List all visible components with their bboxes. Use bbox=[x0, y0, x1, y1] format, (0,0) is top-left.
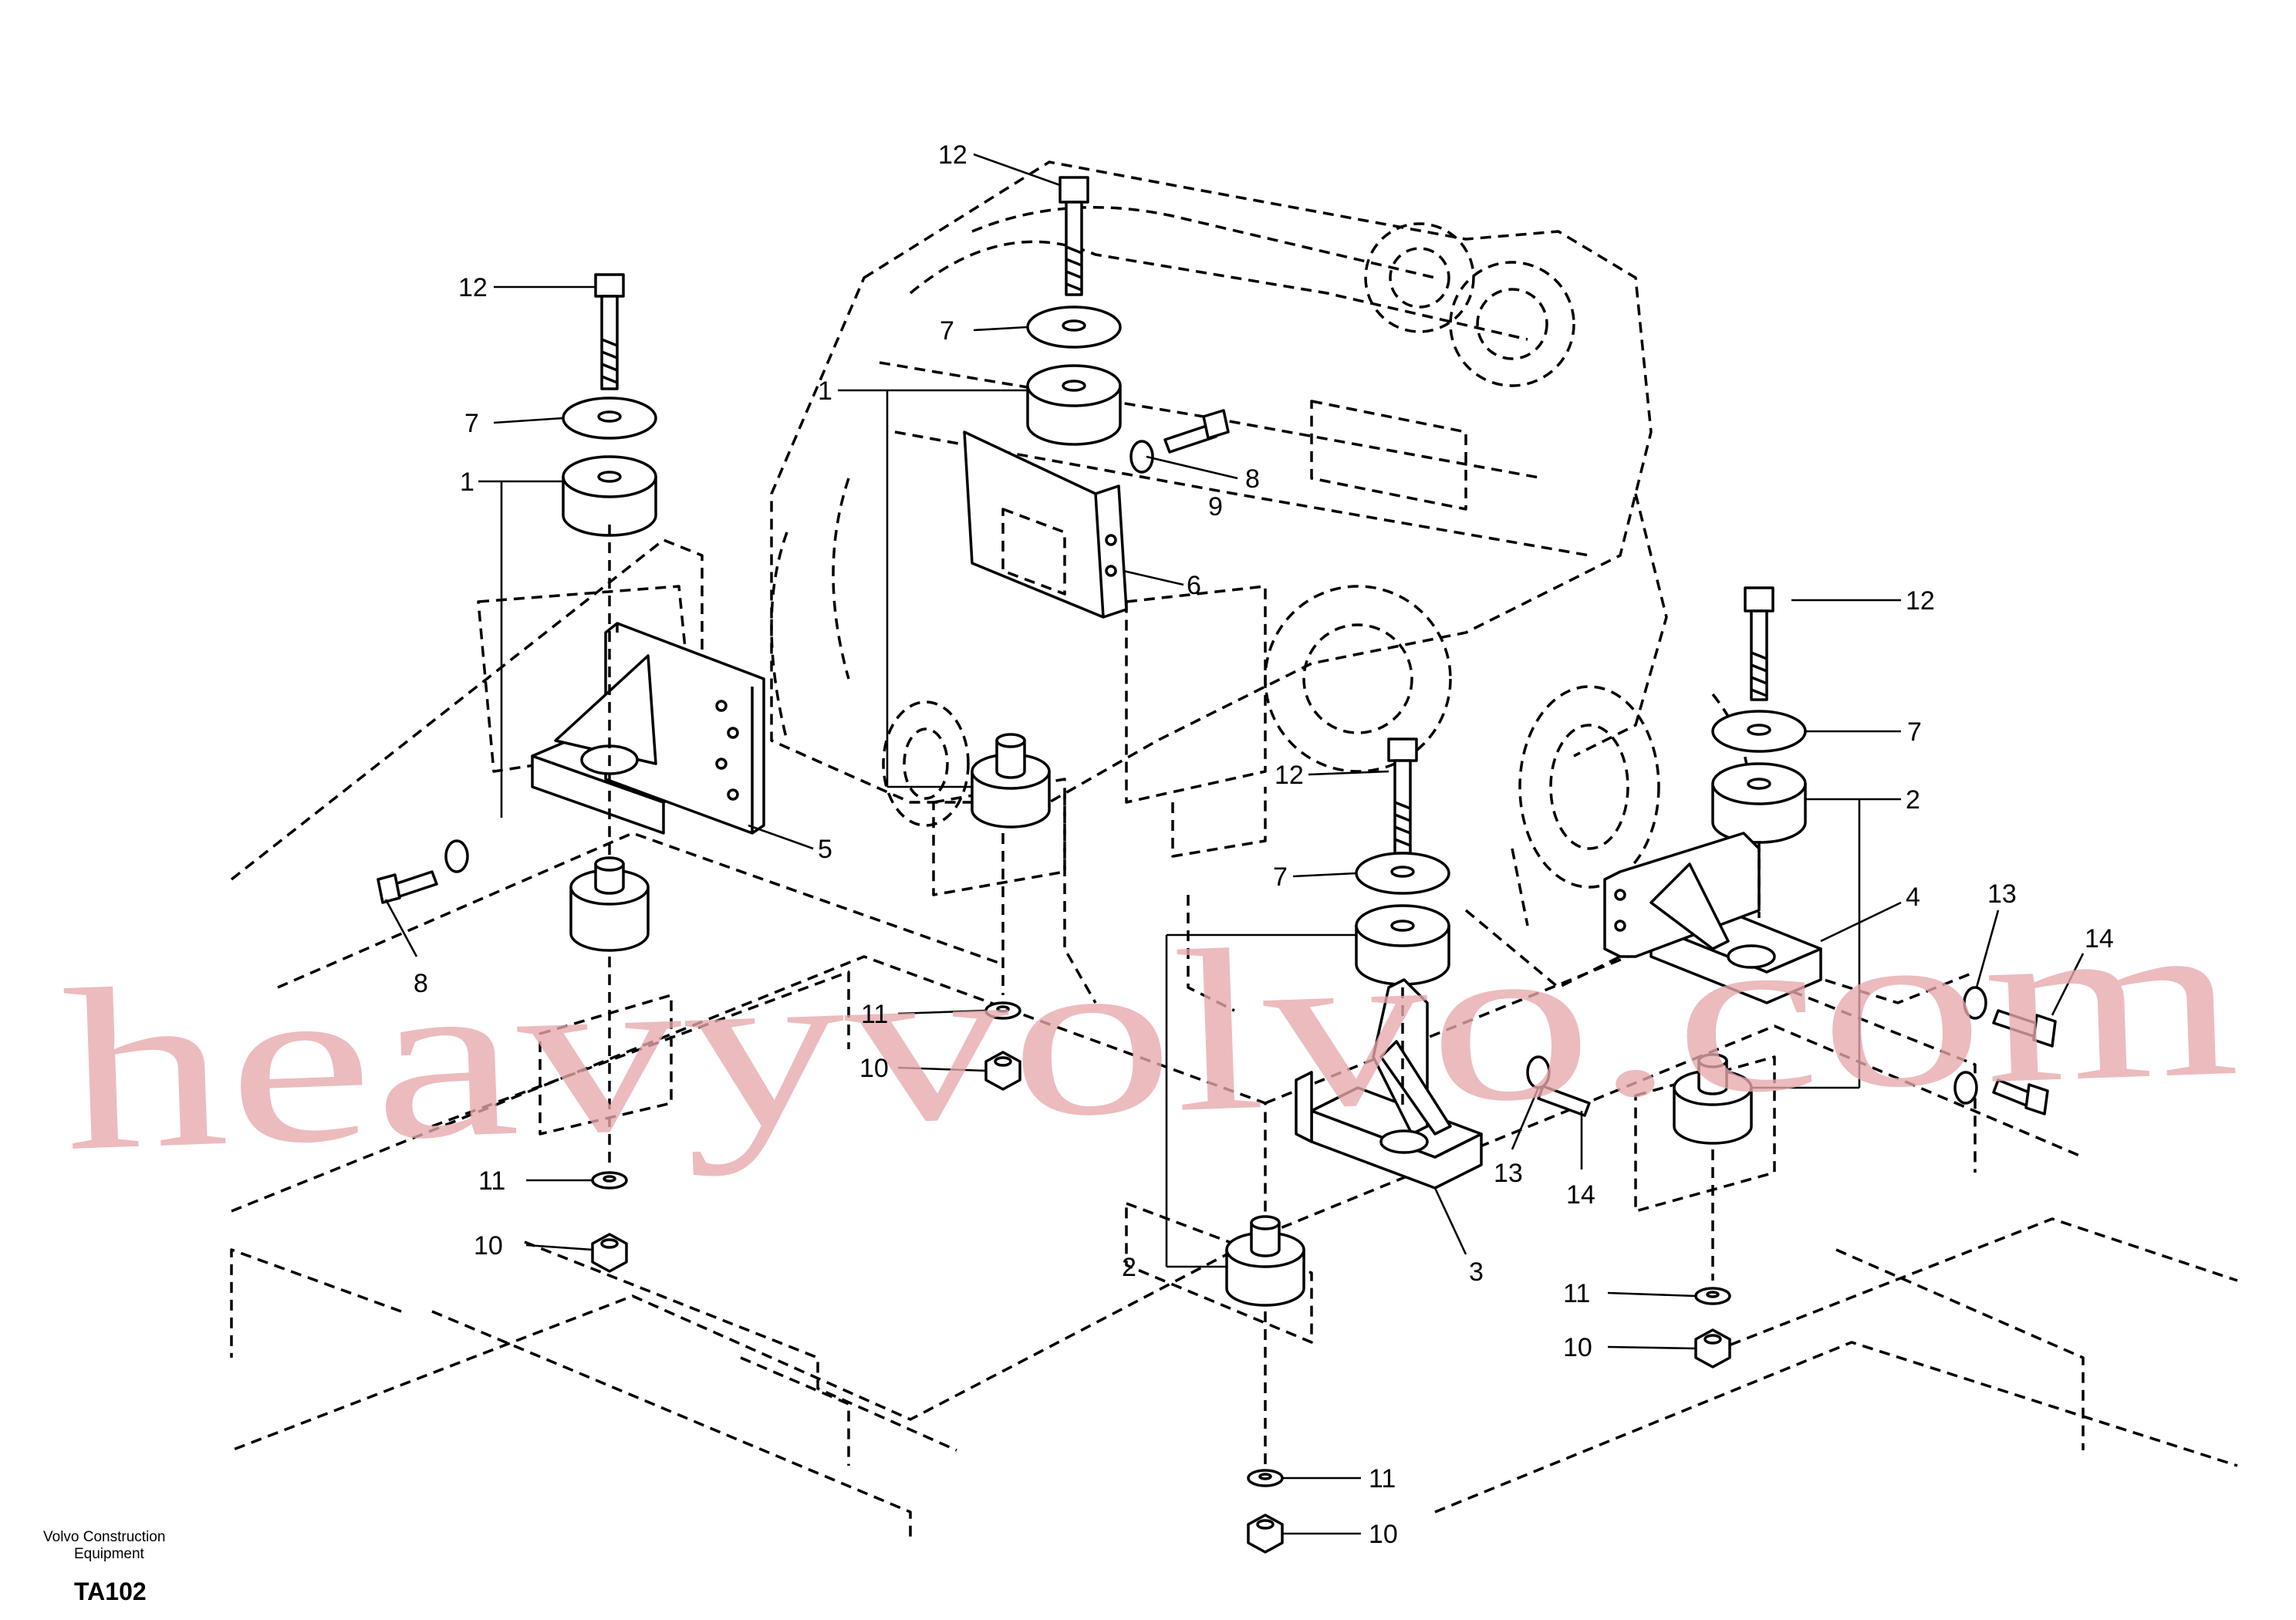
callout-12-left: 12 bbox=[458, 273, 488, 302]
mount-center bbox=[1225, 1215, 1305, 1307]
callout-2-right: 2 bbox=[1906, 785, 1920, 815]
nut-10-bottom bbox=[1247, 1514, 1284, 1554]
mount-left bbox=[569, 856, 650, 952]
callout-7-right: 7 bbox=[1907, 717, 1922, 747]
bolt-14-center bbox=[1526, 1055, 1591, 1117]
nut-10-right bbox=[1694, 1328, 1731, 1369]
callout-14-center: 14 bbox=[1566, 1180, 1595, 1210]
footer-block: Volvo Construction Equipment TA102 bbox=[43, 1529, 165, 1605]
assembly-axes bbox=[608, 525, 1761, 1466]
brand-line-2: Equipment bbox=[74, 1546, 145, 1562]
bolt-12-left bbox=[594, 273, 625, 390]
callout-12-top: 12 bbox=[938, 140, 967, 170]
callout-11-top: 11 bbox=[861, 1000, 888, 1029]
mount-right bbox=[1673, 1053, 1753, 1145]
callout-1-left: 1 bbox=[460, 467, 474, 497]
callout-13-center: 13 bbox=[1494, 1159, 1523, 1188]
callout-10-left: 10 bbox=[474, 1231, 503, 1261]
washer-7-center bbox=[1355, 852, 1450, 895]
callout-8-top: 8 bbox=[1245, 464, 1260, 494]
callout-11-right: 11 bbox=[1563, 1279, 1590, 1308]
bracket-5 bbox=[531, 622, 765, 835]
watermark-text: heavyvolvo.com bbox=[59, 867, 2242, 1200]
callout-12-right: 12 bbox=[1906, 586, 1935, 616]
washer-7-left bbox=[562, 397, 657, 440]
callout-4: 4 bbox=[1906, 883, 1920, 912]
callout-11-left: 11 bbox=[478, 1166, 505, 1196]
callout-1-top: 1 bbox=[818, 376, 832, 406]
callout-7-center: 7 bbox=[1273, 862, 1288, 892]
rubber-pad-1-left bbox=[562, 455, 657, 537]
mount-top bbox=[971, 733, 1051, 829]
callout-13-right: 13 bbox=[1987, 879, 2017, 909]
bracket-4 bbox=[1603, 832, 1822, 1004]
washer-7-top bbox=[1026, 305, 1122, 349]
callout-6: 6 bbox=[1187, 571, 1201, 600]
rubber-pad-2-right bbox=[1711, 762, 1807, 844]
bolt-14-far bbox=[1953, 1071, 2049, 1115]
bolt-12-center bbox=[1387, 737, 1418, 855]
engine-outline bbox=[770, 160, 1750, 1012]
callout-7-top: 7 bbox=[940, 316, 954, 346]
washer-7-right bbox=[1711, 710, 1807, 753]
figure-code: TA102 bbox=[74, 1578, 147, 1605]
rubber-pad-1-top bbox=[1026, 364, 1122, 446]
callout-labels: 12 7 1 12 7 1 8 9 6 5 8 11 10 11 10 12 7… bbox=[414, 140, 2114, 1549]
callout-12-center: 12 bbox=[1275, 761, 1304, 790]
bolt-8-left bbox=[376, 839, 469, 904]
washer-11-right bbox=[1694, 1287, 1731, 1305]
callout-10-top: 10 bbox=[859, 1054, 889, 1083]
callout-10-right: 10 bbox=[1563, 1333, 1592, 1362]
bolt-12-right bbox=[1744, 586, 1774, 701]
rubber-pad-1-center bbox=[1355, 904, 1450, 986]
nut-10-top bbox=[984, 1051, 1021, 1091]
callout-3: 3 bbox=[1469, 1257, 1484, 1287]
bracket-3 bbox=[1295, 978, 1483, 1190]
callout-10-bottom: 10 bbox=[1369, 1520, 1398, 1549]
callout-2-center: 2 bbox=[1122, 1253, 1136, 1282]
leader-lines bbox=[384, 153, 2085, 1535]
callout-5: 5 bbox=[818, 835, 832, 864]
bolt-8-top bbox=[1129, 409, 1230, 474]
washer-11-bottom bbox=[1247, 1469, 1284, 1487]
callout-7-left: 7 bbox=[464, 409, 479, 438]
plate-6 bbox=[963, 430, 1128, 619]
brand-line-1: Volvo Construction bbox=[43, 1529, 165, 1545]
callout-9: 9 bbox=[1208, 492, 1223, 521]
callout-14-right: 14 bbox=[2085, 924, 2114, 953]
callout-8-left: 8 bbox=[414, 969, 428, 998]
nut-10-left bbox=[591, 1233, 628, 1273]
bolt-14-right bbox=[1963, 986, 2057, 1048]
callout-11-bottom: 11 bbox=[1369, 1464, 1396, 1493]
bolt-12-top bbox=[1059, 176, 1089, 296]
